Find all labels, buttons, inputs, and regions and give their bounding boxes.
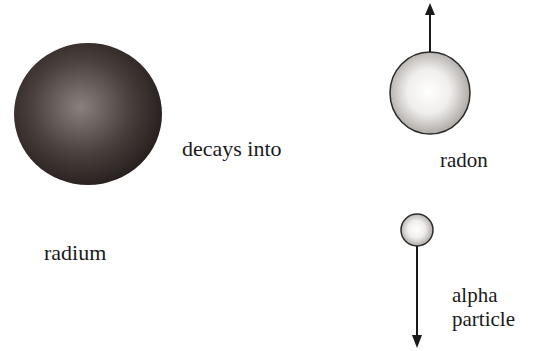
- part-label: alpha particle: [452, 283, 542, 331]
- radium-sphere: [14, 43, 162, 185]
- part-label: radon: [440, 148, 540, 172]
- radon-arrow-head: [425, 3, 435, 15]
- alpha-sphere: [401, 214, 433, 246]
- alpha-arrow-line: [416, 246, 418, 336]
- part-label: radium: [44, 240, 164, 265]
- radon-sphere: [390, 52, 470, 134]
- radon-arrow-line: [429, 14, 431, 52]
- alpha-arrow-head: [412, 335, 422, 348]
- process-label: decays into: [182, 136, 352, 161]
